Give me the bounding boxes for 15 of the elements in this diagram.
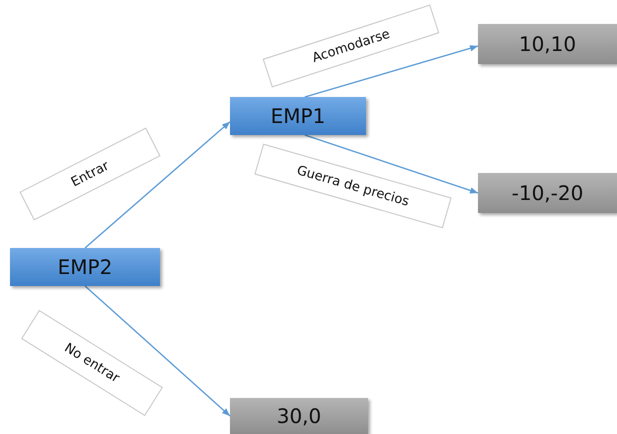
node-label: -10,-20 xyxy=(512,181,584,205)
arrow xyxy=(84,121,230,248)
arrow xyxy=(84,286,230,416)
arrow xyxy=(304,134,478,194)
node-label: 30,0 xyxy=(276,404,322,428)
node-label: EMP2 xyxy=(58,255,112,279)
payoff-box xyxy=(478,173,617,213)
node-label: 10,10 xyxy=(518,32,576,56)
player-box xyxy=(10,248,160,286)
node-label: EMP1 xyxy=(270,104,326,128)
payoff-box xyxy=(478,24,617,64)
player-box xyxy=(230,97,366,135)
payoff-box xyxy=(230,398,368,434)
edge-label: Guerra de precios xyxy=(254,144,452,228)
arrow xyxy=(304,45,478,98)
